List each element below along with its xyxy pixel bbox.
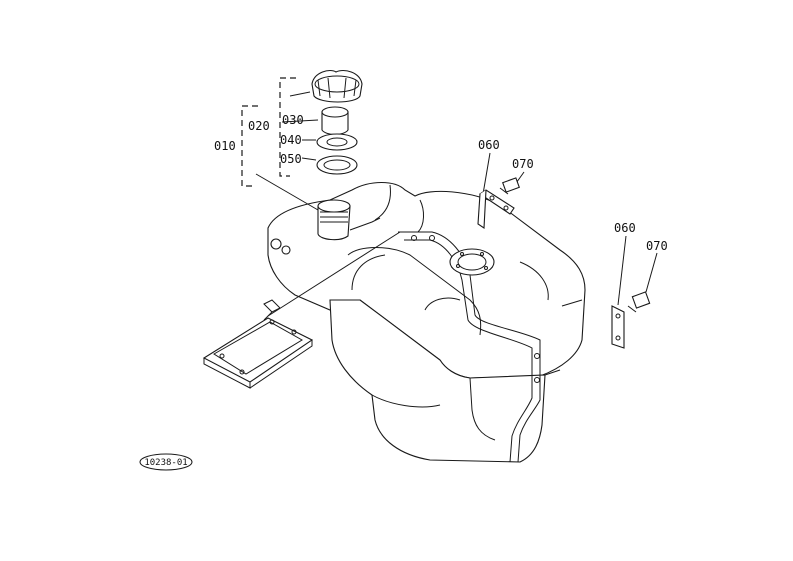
bolt-upper (499, 177, 520, 195)
part-label-010: 010 (214, 139, 236, 153)
leader-lines (255, 91, 658, 317)
o-ring (316, 155, 358, 175)
packing-ring (316, 133, 358, 151)
part-label-060-lower: 060 (614, 221, 636, 235)
reference-code: 10238-01 (144, 458, 187, 468)
band-stay-upper (477, 189, 515, 229)
band-stay-lower (611, 305, 625, 349)
cap-gasket (321, 106, 349, 136)
fuel-tank (267, 181, 586, 463)
filler-cap (311, 69, 363, 103)
part-label-040: 040 (280, 133, 302, 147)
part-label-020: 020 (248, 119, 270, 133)
bolt-lower (627, 291, 651, 313)
part-label-030: 030 (282, 113, 304, 127)
part-label-070-upper: 070 (512, 157, 534, 171)
mounting-bracket (202, 299, 314, 389)
part-label-060-upper: 060 (478, 138, 500, 152)
grouping-brackets (241, 77, 296, 187)
part-label-050: 050 (280, 152, 302, 166)
reference-code-badge: 10238-01 (139, 453, 193, 471)
part-label-070-lower: 070 (646, 239, 668, 253)
